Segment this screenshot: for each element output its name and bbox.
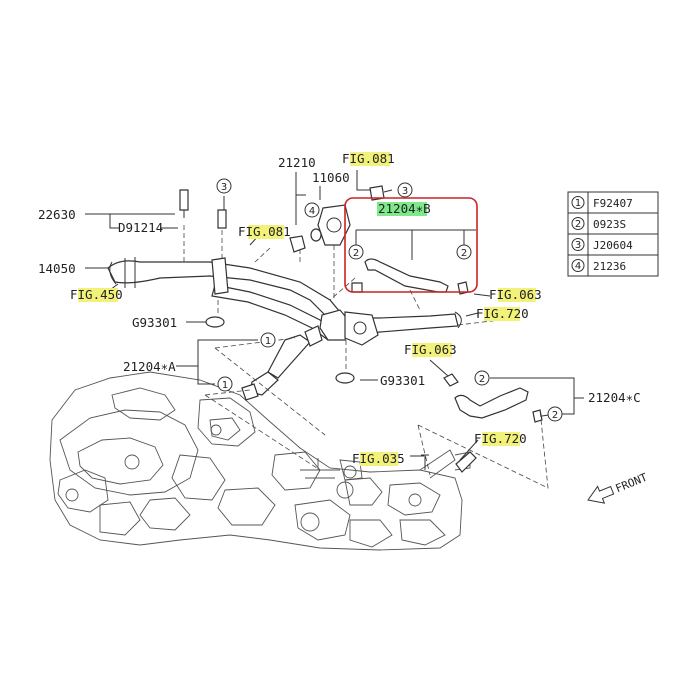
label-fig081-mid: FIG.081 [238, 224, 291, 239]
focus-box-21204b [344, 197, 478, 293]
callout-1-a-bottom: 1 [217, 376, 233, 392]
callout-2-b-right: 2 [456, 244, 472, 260]
label-fig720-bot: FIG.720 [474, 431, 527, 446]
fig-highlights [78, 152, 536, 466]
front-label: FRONT [614, 471, 650, 496]
front-arrow-icon [587, 485, 615, 504]
label-fig450: FIG.450 [70, 287, 123, 302]
label-21204c: 21204∗C [588, 390, 641, 405]
label-11060: 11060 [312, 170, 350, 185]
label-21204a: 21204∗A [123, 359, 176, 374]
svg-text:2: 2 [575, 219, 581, 230]
label-fig035: FIG.035 [352, 451, 405, 466]
front-arrow: FRONT [587, 471, 650, 504]
label-d91214: D91214 [118, 220, 163, 235]
legend-code-1: F92407 [593, 197, 633, 210]
legend-row-4: 4 21236 [571, 259, 626, 273]
legend-row-3: 3 J20604 [571, 238, 633, 252]
engine-block [49, 371, 471, 551]
svg-text:3: 3 [402, 186, 408, 197]
label-14050: 14050 [38, 261, 76, 276]
label-fig720-top: FIG.720 [476, 306, 529, 321]
callout-2-b-left: 2 [348, 244, 364, 260]
coolant-pipe-assembly [107, 185, 543, 473]
svg-text:2: 2 [353, 248, 359, 259]
legend-code-4: 21236 [593, 260, 626, 273]
svg-text:4: 4 [309, 206, 315, 217]
svg-text:1: 1 [222, 380, 228, 391]
part-labels: 22630 D91214 14050 FIG.450 G93301 21204∗… [38, 151, 641, 466]
callout-3-sensor: 3 [216, 178, 232, 194]
legend-code-2: 0923S [593, 218, 626, 231]
callout-1-a-top: 1 [260, 332, 276, 348]
leader-lines [85, 170, 584, 461]
callout-3-top: 3 [397, 182, 413, 198]
legend-row-2: 2 0923S [571, 217, 626, 231]
callout-2-c-bottom: 2 [547, 406, 563, 422]
svg-text:2: 2 [552, 410, 558, 421]
svg-text:2: 2 [461, 248, 467, 259]
label-22630: 22630 [38, 207, 76, 222]
svg-text:4: 4 [575, 261, 581, 272]
svg-text:3: 3 [575, 240, 581, 251]
label-g93301-a: G93301 [132, 315, 177, 330]
svg-text:2: 2 [479, 374, 485, 385]
callout-4: 4 [304, 202, 320, 218]
label-g93301-b: G93301 [380, 373, 425, 388]
label-fig063-mid: FIG.063 [404, 342, 457, 357]
label-21204b: 21204∗B [378, 201, 431, 216]
legend-table: 1 F92407 2 0923S 3 J20604 4 21236 [567, 191, 659, 277]
legend-row-1: 1 F92407 [571, 196, 633, 210]
svg-text:3: 3 [221, 182, 227, 193]
callout-2-c-top: 2 [474, 370, 490, 386]
label-fig081-top: FIG.081 [342, 151, 395, 166]
svg-text:1: 1 [575, 198, 581, 209]
label-fig063-right: FIG.063 [489, 287, 542, 302]
legend-code-3: J20604 [593, 239, 633, 252]
svg-text:1: 1 [265, 336, 271, 347]
callouts: 3 4 3 2 2 1 1 2 [216, 178, 563, 422]
label-21210: 21210 [278, 155, 316, 170]
